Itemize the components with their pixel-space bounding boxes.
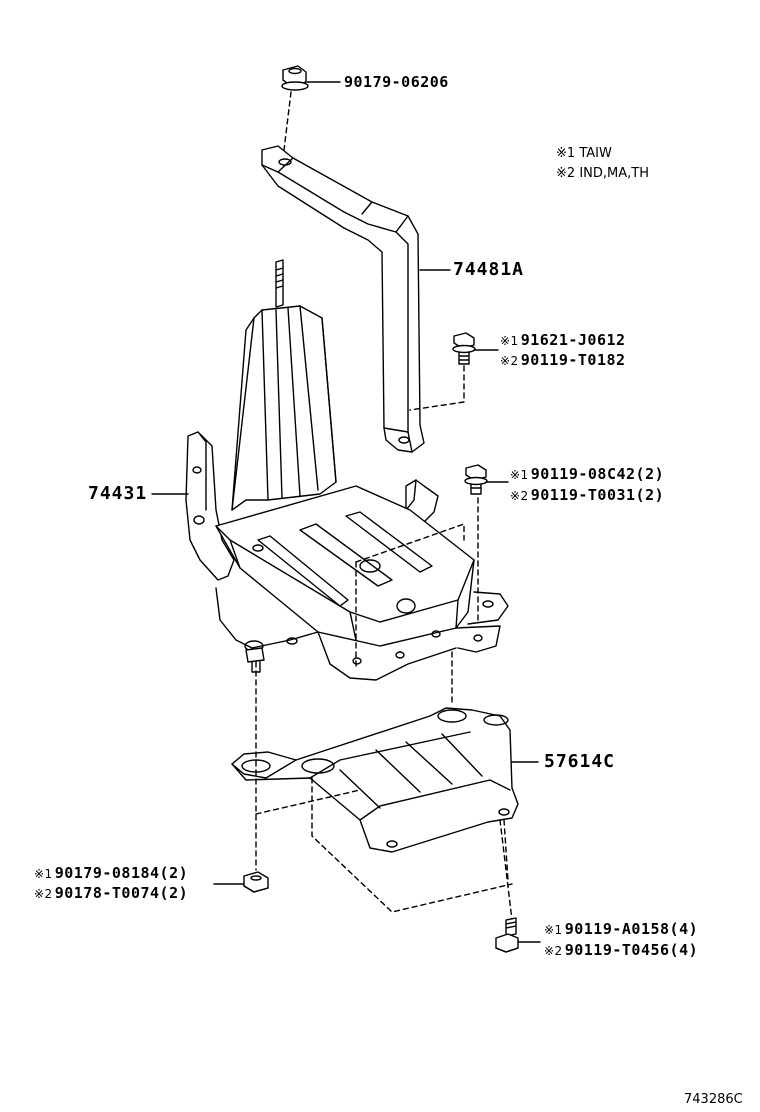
part-tray[interactable]: 74431 (88, 483, 148, 504)
part-cover[interactable]: 57614C (544, 751, 616, 772)
part-bracket[interactable]: 74481A (453, 259, 525, 280)
battery-hold-bracket (261, 145, 425, 453)
tray-bottom-bolt-icon (245, 647, 265, 673)
note-1: ※1 TAIW (556, 146, 612, 161)
dash-nut-top (283, 91, 292, 151)
bolt-c-icon (495, 917, 519, 953)
part-nut-top[interactable]: 90179-06206 (344, 73, 449, 91)
note-2: ※2 IND,MA,TH (556, 166, 649, 181)
illustration-code: 743286C (684, 1092, 743, 1107)
battery-tray (185, 259, 509, 681)
flange-nut-bottom-icon (243, 871, 269, 893)
flange-nut-top-icon (281, 65, 309, 91)
bolt-a-icon (452, 332, 476, 365)
battery-cover (231, 707, 519, 853)
bolt-b-icon (464, 464, 488, 495)
